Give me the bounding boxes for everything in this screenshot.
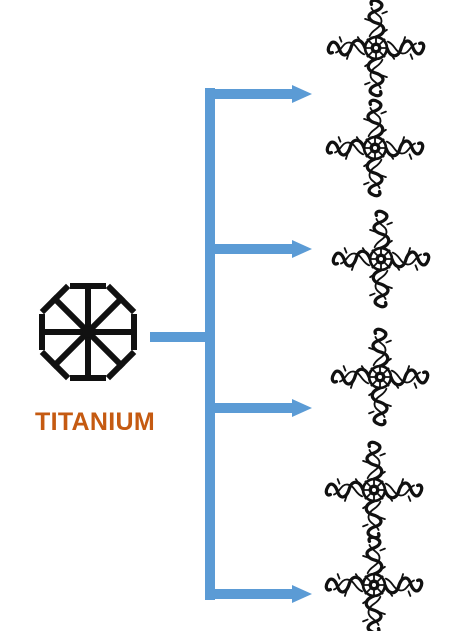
ornate-knot-icon [331,209,431,309]
ornate-knot-icon [325,98,425,198]
arrowhead-3 [292,240,312,258]
ornate-knot-icon [326,0,426,98]
titanium-label: TITANIUM [35,408,155,436]
arrowhead-1 [292,85,312,103]
ornate-knot-icon [330,327,430,427]
arrowhead-5 [292,399,312,417]
titanium-symbol-icon [39,283,137,381]
ornate-knot-icon [324,440,424,540]
arrowhead-6 [292,585,312,603]
ornate-knot-icon [324,535,424,631]
